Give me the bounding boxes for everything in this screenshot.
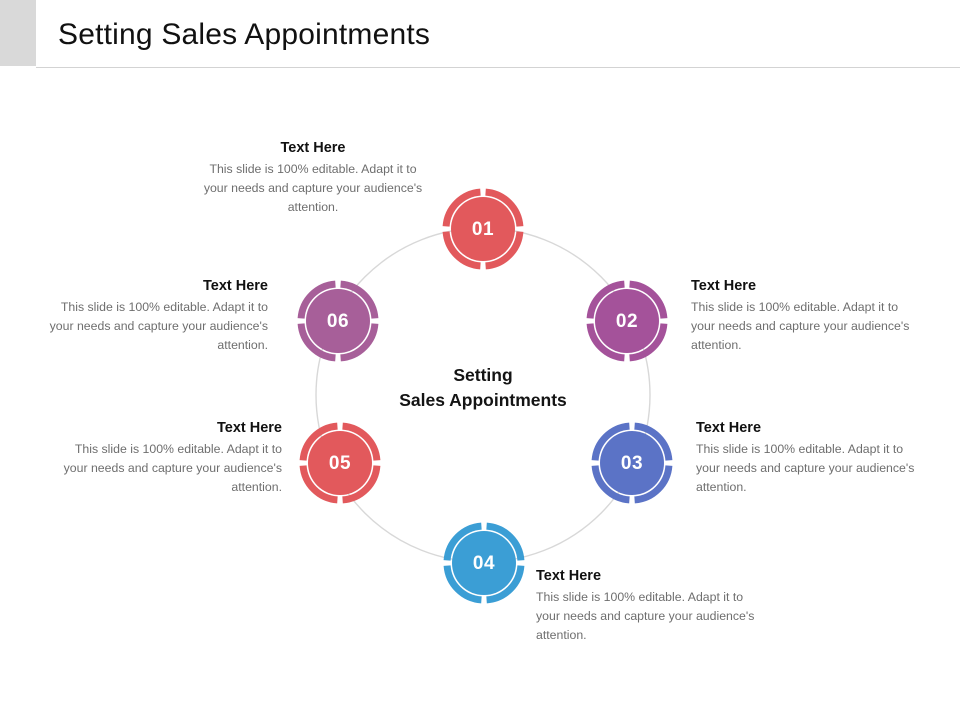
header-accent-block	[0, 0, 36, 66]
node-ring-icon	[297, 280, 379, 362]
node-ring-segment	[486, 522, 525, 561]
node-ring-segment	[629, 323, 668, 362]
node-ring-segment	[634, 465, 673, 504]
node-ring-segment	[443, 522, 482, 561]
diagram-center-caption: Setting Sales Appointments	[343, 363, 623, 413]
node-ring-icon	[591, 422, 673, 504]
node-ring-segment	[629, 280, 668, 319]
node-number-label: 02	[615, 310, 639, 332]
process-node-04[interactable]: 04	[443, 522, 525, 604]
node-ring-icon	[442, 188, 524, 270]
callout-body: This slide is 100% editable. Adapt it to…	[49, 300, 268, 352]
node-ring-segment	[591, 422, 630, 461]
process-node-05[interactable]: 05	[299, 422, 381, 504]
header-divider	[36, 67, 960, 68]
node-ring-segment	[586, 280, 625, 319]
process-node-06[interactable]: 06	[297, 280, 379, 362]
node-core-01[interactable]: 01	[451, 197, 515, 261]
node-number-label: 03	[620, 452, 644, 474]
node-ring-segment	[442, 231, 481, 270]
node-ring-segment	[342, 465, 381, 504]
process-node-02[interactable]: 02	[586, 280, 668, 362]
node-ring-segment	[297, 280, 336, 319]
node-ring-segment	[443, 565, 482, 604]
node-ring-segment	[485, 188, 524, 227]
node-ring-icon	[299, 422, 381, 504]
node-core-05[interactable]: 05	[308, 431, 372, 495]
node-ring-segment	[586, 323, 625, 362]
node-number-label: 04	[472, 552, 496, 574]
node-ring-segment	[299, 465, 338, 504]
node-ring-segment	[340, 280, 379, 319]
node-number-label: 01	[471, 218, 495, 240]
page-title: Setting Sales Appointments	[58, 18, 431, 51]
callout-title: Text Here	[202, 278, 268, 294]
callout-body: This slide is 100% editable. Adapt it to…	[691, 300, 910, 352]
node-core-04[interactable]: 04	[452, 531, 516, 595]
node-core-03[interactable]: 03	[600, 431, 664, 495]
callout-body: This slide is 100% editable. Adapt it to…	[536, 590, 755, 642]
slide-header: Setting Sales Appointments	[0, 0, 960, 69]
node-core-06[interactable]: 06	[306, 289, 370, 353]
node-ring-segment	[442, 188, 481, 227]
node-core-02[interactable]: 02	[595, 289, 659, 353]
node-number-label: 05	[328, 452, 352, 474]
node-ring-segment	[340, 323, 379, 362]
node-ring-segment	[299, 422, 338, 461]
callout-title: Text Here	[691, 278, 757, 294]
node-ring-segment	[485, 231, 524, 270]
node-ring-segment	[634, 422, 673, 461]
center-caption-line-1: Setting	[453, 365, 513, 385]
process-node-01[interactable]: 01	[442, 188, 524, 270]
callout-body: This slide is 100% editable. Adapt it to…	[696, 442, 915, 494]
node-ring-segment	[342, 422, 381, 461]
node-ring-segment	[591, 465, 630, 504]
process-node-03[interactable]: 03	[591, 422, 673, 504]
callout-body: This slide is 100% editable. Adapt it to…	[203, 162, 423, 214]
callout-title: Text Here	[216, 420, 282, 436]
node-ring-icon	[443, 522, 525, 604]
node-ring-segment	[486, 565, 525, 604]
callout-title: Text Here	[280, 140, 346, 156]
callout-title: Text Here	[696, 420, 762, 436]
center-caption-line-2: Sales Appointments	[399, 390, 567, 411]
callout-body: This slide is 100% editable. Adapt it to…	[63, 442, 282, 494]
node-number-label: 06	[326, 310, 350, 332]
node-ring-icon	[586, 280, 668, 362]
callout-title: Text Here	[536, 568, 602, 584]
node-ring-segment	[297, 323, 336, 362]
